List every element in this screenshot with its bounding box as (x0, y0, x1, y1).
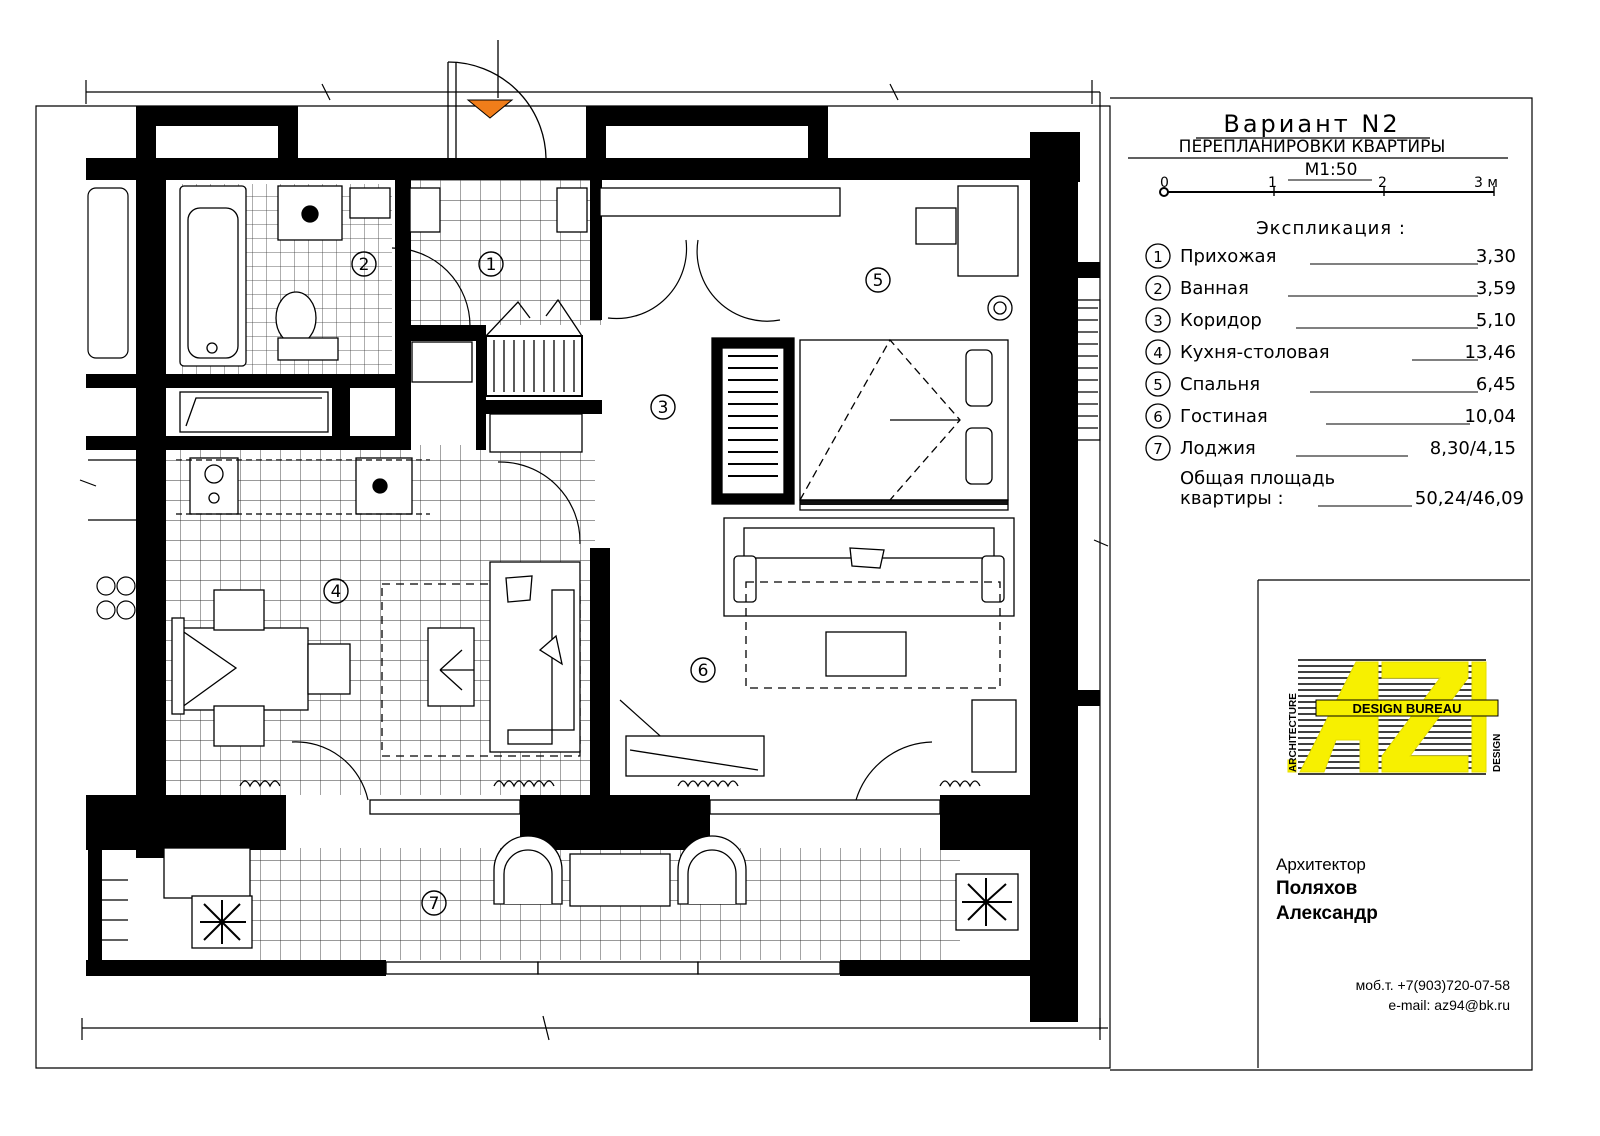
expl-num-2: 2 (1153, 280, 1163, 298)
expl-name-6: Гостиная (1180, 406, 1268, 427)
coffee-table (825, 631, 907, 677)
author-name: Александр (1276, 903, 1378, 924)
expl-area-7: 8,30/4,15 (1430, 438, 1516, 459)
room-label-5: 5 (873, 271, 884, 291)
room-marker-2 (351, 251, 377, 277)
explication-rows: 1 Прихожая 3,30 2 Ванная 3,59 3 Коридор … (1145, 243, 1524, 509)
total-label-line-1: Общая площадь (1180, 468, 1335, 489)
explication-row-3: 3 Коридор 5,10 (1145, 307, 1516, 333)
entrance-marker (466, 99, 514, 119)
neighbour-fragments (87, 187, 1101, 941)
author-role: Архитектор (1276, 855, 1366, 874)
room-label-4: 4 (331, 582, 342, 602)
room-label-7: 7 (429, 894, 440, 914)
room-label-6: 6 (698, 661, 709, 681)
expl-num-3: 3 (1153, 312, 1163, 330)
toilet (275, 291, 317, 345)
walls (86, 106, 1100, 1022)
expl-name-2: Ванная (1180, 278, 1249, 299)
room-label-2: 2 (359, 255, 370, 275)
room-marker-7 (421, 890, 447, 916)
expl-area-2: 3,59 (1476, 278, 1516, 299)
bathroom-fixtures (179, 185, 391, 433)
room-marker-6 (690, 657, 716, 683)
room-marker-4 (323, 578, 349, 604)
total-value: 50,24/46,09 (1415, 488, 1524, 509)
scale-label: М1:50 (1305, 160, 1358, 180)
scale-tick-1: 1 (1268, 175, 1277, 191)
total-label-line-2: квартиры : (1180, 488, 1284, 509)
hall-furniture (409, 187, 588, 453)
variant-title: Вариант N2 (1223, 110, 1400, 138)
expl-area-4: 13,46 (1464, 342, 1516, 363)
logo-side-right: DESIGN (1492, 734, 1503, 772)
logo-band-text: DESIGN BUREAU (1352, 701, 1461, 716)
scale-bar (1159, 186, 1495, 197)
dining-table (177, 627, 309, 711)
dimension-lines (79, 80, 1109, 1041)
explication-row-5: 5 Спальня 6,45 (1145, 371, 1516, 397)
explication-heading: Экспликация : (1256, 218, 1406, 239)
kitchen-furniture (171, 457, 581, 788)
expl-area-1: 3,30 (1476, 246, 1516, 267)
logo-side-left: ARCHITECTURE (1288, 693, 1299, 772)
room-number-circles (323, 251, 891, 916)
scale-tick-2: 2 (1378, 175, 1387, 191)
room-marker-3 (650, 394, 676, 420)
author-surname: Поляхов (1276, 878, 1357, 899)
expl-num-6: 6 (1153, 408, 1163, 426)
expl-num-7: 7 (1153, 440, 1163, 458)
expl-num-4: 4 (1153, 344, 1163, 362)
bathtub (179, 185, 247, 367)
expl-name-7: Лоджия (1180, 438, 1256, 459)
variant-subtitle: перепланировки квартиры (1179, 137, 1446, 157)
expl-name-3: Коридор (1180, 310, 1262, 331)
author-phone: моб.т. +7(903)720-07-58 (1356, 977, 1511, 993)
room-label-1: 1 (486, 255, 497, 275)
explication-row-2: 2 Ванная 3,59 (1145, 275, 1516, 301)
expl-name-1: Прихожая (1180, 246, 1276, 267)
explication-row-4: 4 Кухня-столовая 13,46 (1145, 339, 1516, 365)
az-logo: DESIGN BUREAU ARCHITECTURE DESIGN (1287, 659, 1503, 775)
expl-name-5: Спальня (1180, 374, 1260, 395)
scale-tick-0: 0 (1160, 175, 1169, 191)
bedroom-furniture (711, 185, 1019, 511)
expl-area-6: 10,04 (1464, 406, 1516, 427)
author-email: e-mail: az94@bk.ru (1388, 997, 1510, 1013)
interior-doors (291, 239, 933, 801)
explication-row-7: 7 Лоджия 8,30/4,15 (1145, 435, 1516, 461)
living-furniture (625, 517, 1017, 788)
room-label-3: 3 (658, 398, 669, 418)
room-marker-1 (478, 251, 504, 277)
explication-row-1: 1 Прихожая 3,30 (1145, 243, 1516, 269)
expl-area-3: 5,10 (1476, 310, 1516, 331)
expl-num-5: 5 (1153, 376, 1163, 394)
room-marker-5 (865, 267, 891, 293)
windows (369, 187, 941, 975)
expl-area-5: 6,45 (1476, 374, 1516, 395)
expl-name-4: Кухня-столовая (1180, 342, 1330, 363)
scale-tick-3: 3 м (1474, 175, 1498, 191)
explication-row-6: 6 Гостиная 10,04 (1145, 403, 1516, 429)
entrance-door (447, 40, 547, 159)
loggia-furniture (163, 835, 1019, 949)
expl-num-1: 1 (1153, 248, 1163, 266)
